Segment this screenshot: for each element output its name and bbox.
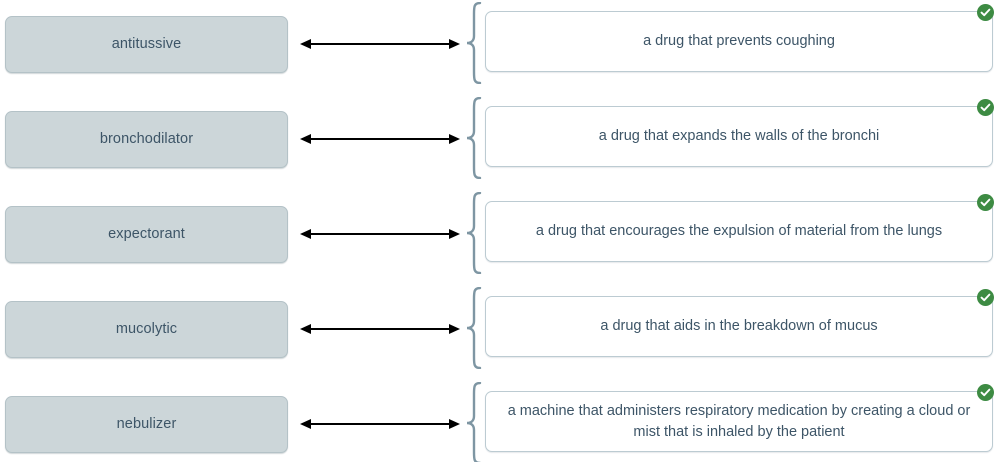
curly-brace-icon (464, 287, 484, 369)
term-tile[interactable]: nebulizer (5, 396, 288, 453)
definition-card[interactable]: a machine that administers respiratory m… (485, 391, 993, 452)
check-icon (977, 4, 994, 21)
match-row: nebulizer a machine that administers res… (0, 380, 1000, 462)
term-label: expectorant (108, 225, 185, 242)
term-label: nebulizer (116, 415, 177, 432)
term-tile[interactable]: mucolytic (5, 301, 288, 358)
definition-text: a drug that encourages the expulsion of … (535, 223, 943, 239)
definition-text: a drug that prevents coughing (643, 33, 835, 49)
double-arrow-icon (300, 321, 460, 337)
definition-text: a drug that aids in the breakdown of muc… (600, 318, 878, 334)
curly-brace-icon (464, 382, 484, 462)
term-label: mucolytic (115, 320, 178, 337)
term-tile[interactable]: bronchodilator (5, 111, 288, 168)
double-arrow-icon (300, 36, 460, 52)
curly-brace-icon (464, 97, 484, 179)
double-arrow-icon (300, 416, 460, 432)
curly-brace-icon (464, 2, 484, 84)
match-row: antitussive a drug that prevents coughin… (0, 0, 1000, 95)
term-tile[interactable]: antitussive (5, 16, 288, 73)
double-arrow-icon (300, 226, 460, 242)
term-label: bronchodilator (99, 130, 194, 147)
definition-text: a machine that administers respiratory m… (507, 402, 971, 440)
definition-card[interactable]: a drug that expands the walls of the bro… (485, 106, 993, 167)
term-tile[interactable]: expectorant (5, 206, 288, 263)
double-arrow-icon (300, 131, 460, 147)
match-row: mucolytic a drug that aids in the breakd… (0, 285, 1000, 380)
definition-text: a drug that expands the walls of the bro… (598, 128, 880, 144)
check-icon (977, 289, 994, 306)
definition-card[interactable]: a drug that prevents coughing (485, 11, 993, 72)
curly-brace-icon (464, 192, 484, 274)
check-icon (977, 384, 994, 401)
definition-card[interactable]: a drug that encourages the expulsion of … (485, 201, 993, 262)
check-icon (977, 194, 994, 211)
match-row: expectorant a drug that encourages the e… (0, 190, 1000, 285)
definition-card[interactable]: a drug that aids in the breakdown of muc… (485, 296, 993, 357)
check-icon (977, 99, 994, 116)
match-row: bronchodilator a drug that expands the w… (0, 95, 1000, 190)
term-label: antitussive (111, 35, 182, 52)
